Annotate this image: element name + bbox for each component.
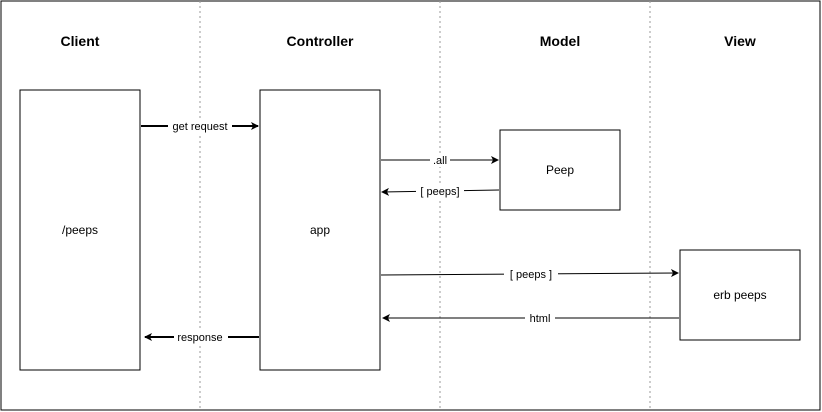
edge-peeps-from-model-label: [ peeps]: [420, 186, 459, 198]
column-title-client: Client: [61, 33, 100, 49]
column-title-controller: Controller: [287, 33, 354, 49]
model-box: [499, 129, 621, 211]
edge-response-label: response: [177, 332, 222, 344]
controller-box: [259, 89, 381, 371]
edge-peeps-from-model-label-bg: [416, 184, 464, 198]
model-box-label: Peep: [546, 163, 574, 177]
edge-html-label-bg: [525, 311, 555, 325]
view-box-label: erb peeps: [713, 288, 766, 302]
edge-html-label: html: [530, 313, 551, 325]
edge-peeps-to-view-label-bg: [504, 267, 558, 281]
view-box: [679, 249, 801, 341]
edge-peeps-to-view-label: [ peeps ]: [510, 269, 552, 281]
client-box-label: /peeps: [62, 223, 98, 237]
client-box: [19, 89, 141, 371]
controller-box-label: app: [310, 223, 330, 237]
edge-response-label-bg: [174, 330, 228, 344]
edge-get-request-label: get request: [172, 121, 227, 133]
edge-get-request-label-bg: [168, 119, 232, 133]
edge-all-label: .all: [433, 155, 447, 167]
column-title-view: View: [724, 33, 756, 49]
column-title-model: Model: [540, 33, 580, 49]
edge-all-label-bg: [430, 153, 450, 167]
